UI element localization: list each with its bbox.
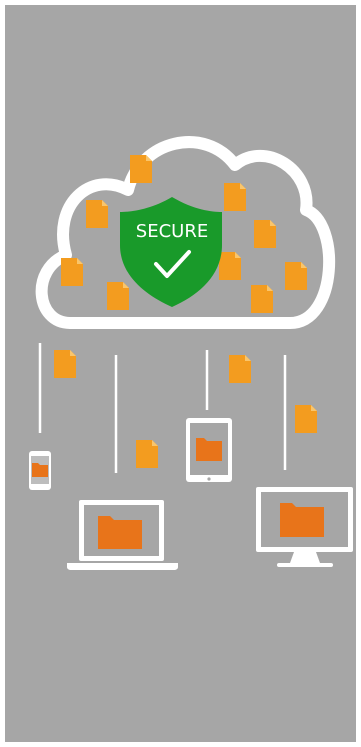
document-icon (130, 155, 152, 183)
document-icon (254, 220, 276, 248)
document-icon (54, 350, 76, 378)
shield-label: SECURE (136, 221, 208, 242)
connection-lines (38, 343, 287, 473)
document-icon (107, 282, 129, 310)
document-icon (136, 440, 158, 468)
document-icon (251, 285, 273, 313)
document-icon (229, 355, 251, 383)
monitor-icon (256, 487, 353, 567)
cloud-outline-icon (35, 136, 336, 329)
document-icon (61, 258, 83, 286)
smartphone-icon (29, 451, 51, 490)
laptop-icon (67, 500, 178, 570)
document-icon (295, 405, 317, 433)
shield-check-icon: SECURE (120, 197, 222, 307)
document-icon (285, 262, 307, 290)
document-icon (224, 183, 246, 211)
document-icon (219, 252, 241, 280)
tablet-icon (186, 418, 232, 482)
document-icon (86, 200, 108, 228)
